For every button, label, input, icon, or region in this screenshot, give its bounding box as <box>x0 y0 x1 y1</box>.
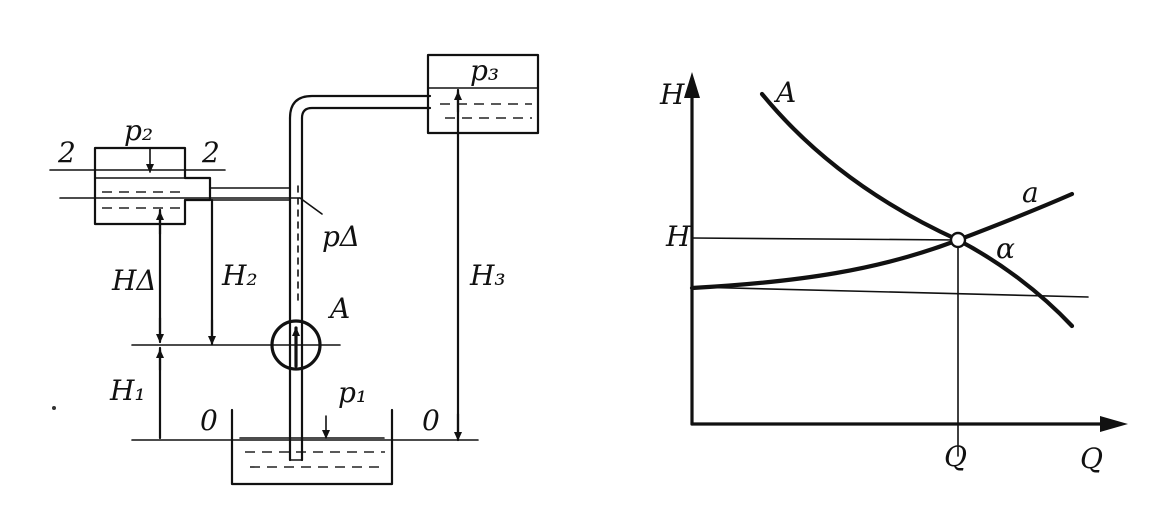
y-axis-label: H <box>659 78 685 111</box>
H3-label: H₃ <box>469 259 506 292</box>
operating-point <box>949 231 967 249</box>
H-delta-label: HΔ <box>111 264 157 297</box>
H1-label: H₁ <box>109 374 146 407</box>
level-2-right-label: 2 <box>201 136 220 169</box>
scan-speck <box>52 406 56 410</box>
static-head-line <box>691 286 1089 298</box>
pump-curve-A <box>759 91 1075 329</box>
p1-label: p₁ <box>338 376 367 409</box>
level-2-left-label: 2 <box>57 136 76 169</box>
operating-H-guide <box>691 237 959 241</box>
pD-leader <box>299 197 323 215</box>
pipeline-schematic: 0 0 A p₃ <box>49 53 540 486</box>
system-curve-a <box>689 191 1075 291</box>
intermediate-tank-p2 <box>93 146 291 226</box>
level-0-left-label: 0 <box>200 404 218 437</box>
characteristic-graph: H Q A a α H Q <box>659 72 1128 475</box>
y-axis-arrowhead <box>684 72 700 98</box>
x-axis-arrowhead <box>1100 416 1128 432</box>
system-curve-label: a <box>1022 176 1039 209</box>
x-axis-label: Q <box>1080 442 1103 475</box>
operating-Q-label: Q <box>944 440 967 473</box>
p3-label: p₃ <box>470 54 499 87</box>
pump-curve-label: A <box>773 76 796 109</box>
supply-tank <box>230 408 394 486</box>
operating-H-label: H <box>665 220 691 253</box>
riser-pipe <box>288 94 432 462</box>
pump-label: A <box>327 292 350 325</box>
upper-tank-p3 <box>426 53 540 135</box>
level-0-right-label: 0 <box>422 404 440 437</box>
p2-label: p₂ <box>124 114 153 147</box>
pD-label: pΔ <box>322 220 360 253</box>
H2-label: H₂ <box>221 259 258 292</box>
angle-label: α <box>996 232 1015 265</box>
